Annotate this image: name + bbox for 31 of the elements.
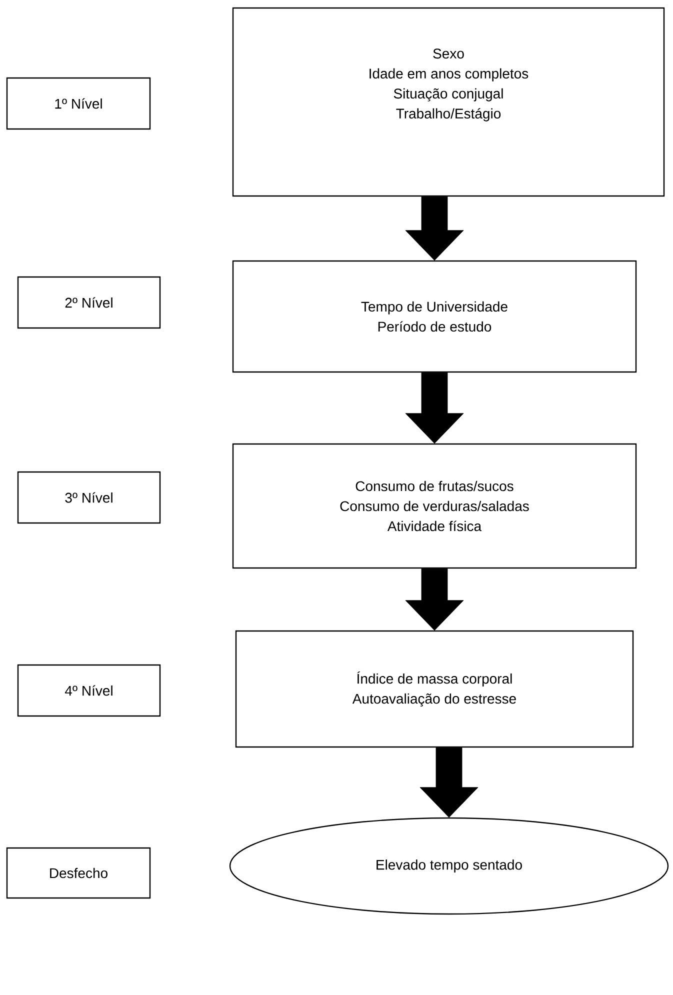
level-label-box (6, 77, 151, 130)
node-label: Tempo de Universidade (361, 301, 508, 314)
level-label-box (6, 847, 151, 899)
node-label: Índice de massa corporal (357, 671, 512, 686)
node-label: Período de estudo (378, 321, 492, 332)
node-label: Elevado tempo sentado (376, 859, 522, 873)
level-label-box (17, 664, 161, 717)
node-label: 2º Nível (65, 297, 112, 308)
node-label: Autoavaliação do estresse (352, 693, 516, 707)
node-label: Atividade física (387, 520, 482, 532)
node-label: 1º Nível (55, 98, 102, 109)
process-box (232, 7, 665, 197)
node-label: Trabalho/Estágio (396, 108, 501, 122)
process-box (232, 260, 637, 373)
outcome-ellipse (229, 817, 669, 915)
node-label: Idade em anos completos (370, 68, 528, 82)
process-box (232, 443, 637, 569)
block-arrow (420, 747, 478, 818)
node-label: Situação conjugal (394, 88, 503, 102)
node-label: Consumo de frutas/sucos (356, 480, 514, 492)
level-label-box (17, 276, 161, 329)
node-label: Sexo (433, 48, 464, 59)
process-box (235, 630, 634, 748)
node-label: Consumo de verduras/saladas (340, 500, 529, 512)
node-label: 4º Nível (64, 685, 112, 696)
block-arrow (405, 196, 464, 261)
node-label: 3º Nível (65, 492, 112, 503)
level-label-box (17, 471, 161, 524)
block-arrow (405, 568, 464, 631)
node-label: Desfecho (50, 868, 108, 878)
block-arrow (405, 372, 464, 444)
